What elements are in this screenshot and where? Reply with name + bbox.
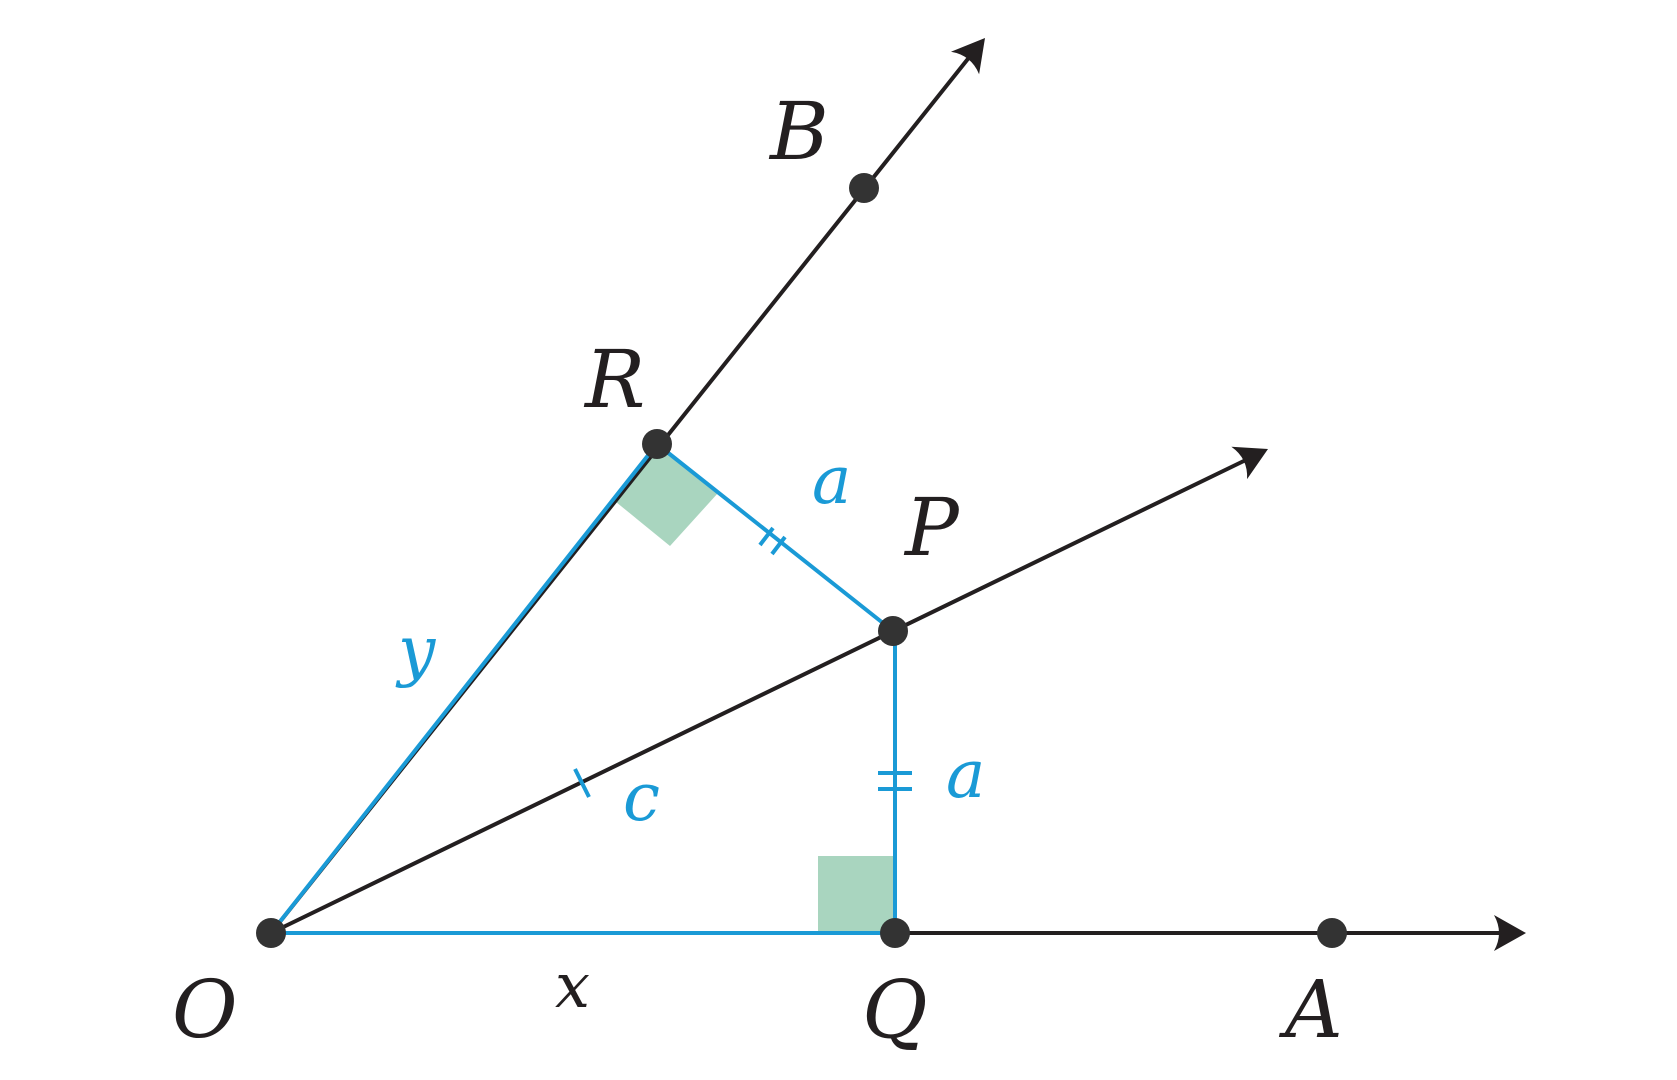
point-q (880, 918, 910, 948)
ray-op (269, 455, 1254, 935)
arrowhead-b-icon (950, 38, 985, 75)
label-segment-rp: a (812, 442, 851, 519)
point-o (256, 918, 286, 948)
label-a: A (1278, 963, 1343, 1056)
double-tick-pq (878, 771, 912, 791)
label-r: R (583, 333, 645, 426)
right-angle-marker-r (616, 444, 718, 546)
label-segment-op: c (623, 759, 660, 836)
label-segment-pq: a (946, 736, 985, 813)
label-b: B (768, 85, 829, 178)
single-tick-op (573, 768, 591, 798)
label-o: O (172, 963, 238, 1056)
right-angle-marker-q (818, 856, 893, 931)
label-segment-or: y (395, 612, 436, 689)
arrowhead-a-icon (1494, 915, 1526, 951)
segment-or (269, 442, 659, 935)
label-q: Q (862, 963, 928, 1056)
double-tick-rp (758, 526, 787, 556)
label-segment-oq: x (555, 949, 590, 1022)
point-p (878, 616, 908, 646)
point-b (849, 173, 879, 203)
label-p: P (903, 481, 960, 574)
point-r (642, 429, 672, 459)
point-a (1317, 918, 1347, 948)
segment-rp (655, 442, 895, 633)
arrowhead-p-icon (1231, 446, 1268, 480)
